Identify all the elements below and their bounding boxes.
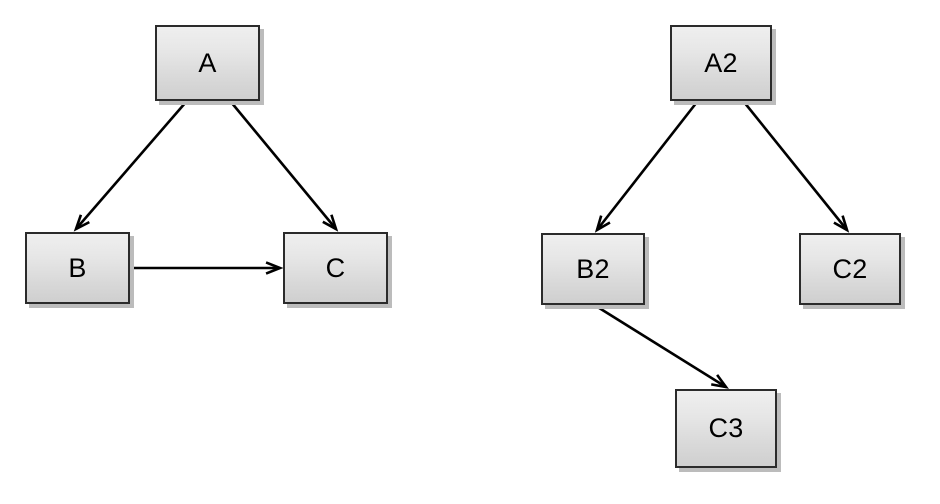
node-b[interactable]: B: [25, 232, 130, 304]
arrowhead-icon: [265, 261, 284, 275]
arrowhead-icon: [73, 214, 90, 232]
node-c2[interactable]: C2: [799, 233, 901, 305]
node-a[interactable]: A: [155, 25, 260, 101]
arrowhead-icon: [711, 374, 729, 389]
node-label: A2: [704, 47, 738, 78]
edge-B-to-C[interactable]: [131, 261, 284, 275]
edge-A2-to-C2[interactable]: [742, 101, 850, 233]
arrowhead-icon: [833, 215, 850, 233]
node-b2[interactable]: B2: [541, 233, 645, 305]
node-label: B2: [576, 253, 610, 284]
node-a2[interactable]: A2: [670, 25, 772, 101]
node-label: C3: [708, 413, 744, 443]
node-label: B: [68, 252, 87, 283]
node-label: C2: [832, 253, 868, 284]
node-c3[interactable]: C3: [675, 389, 777, 468]
edge-A2-to-B2[interactable]: [594, 101, 699, 233]
arrowhead-icon: [594, 215, 611, 233]
edge-B2-to-C3[interactable]: [595, 304, 729, 389]
node-label: C: [325, 252, 346, 283]
arrowhead-icon: [322, 214, 339, 232]
edge-A-to-C[interactable]: [229, 101, 339, 232]
node-c[interactable]: C: [283, 232, 388, 304]
node-label: A: [198, 47, 217, 78]
edge-A-to-B[interactable]: [73, 101, 187, 232]
